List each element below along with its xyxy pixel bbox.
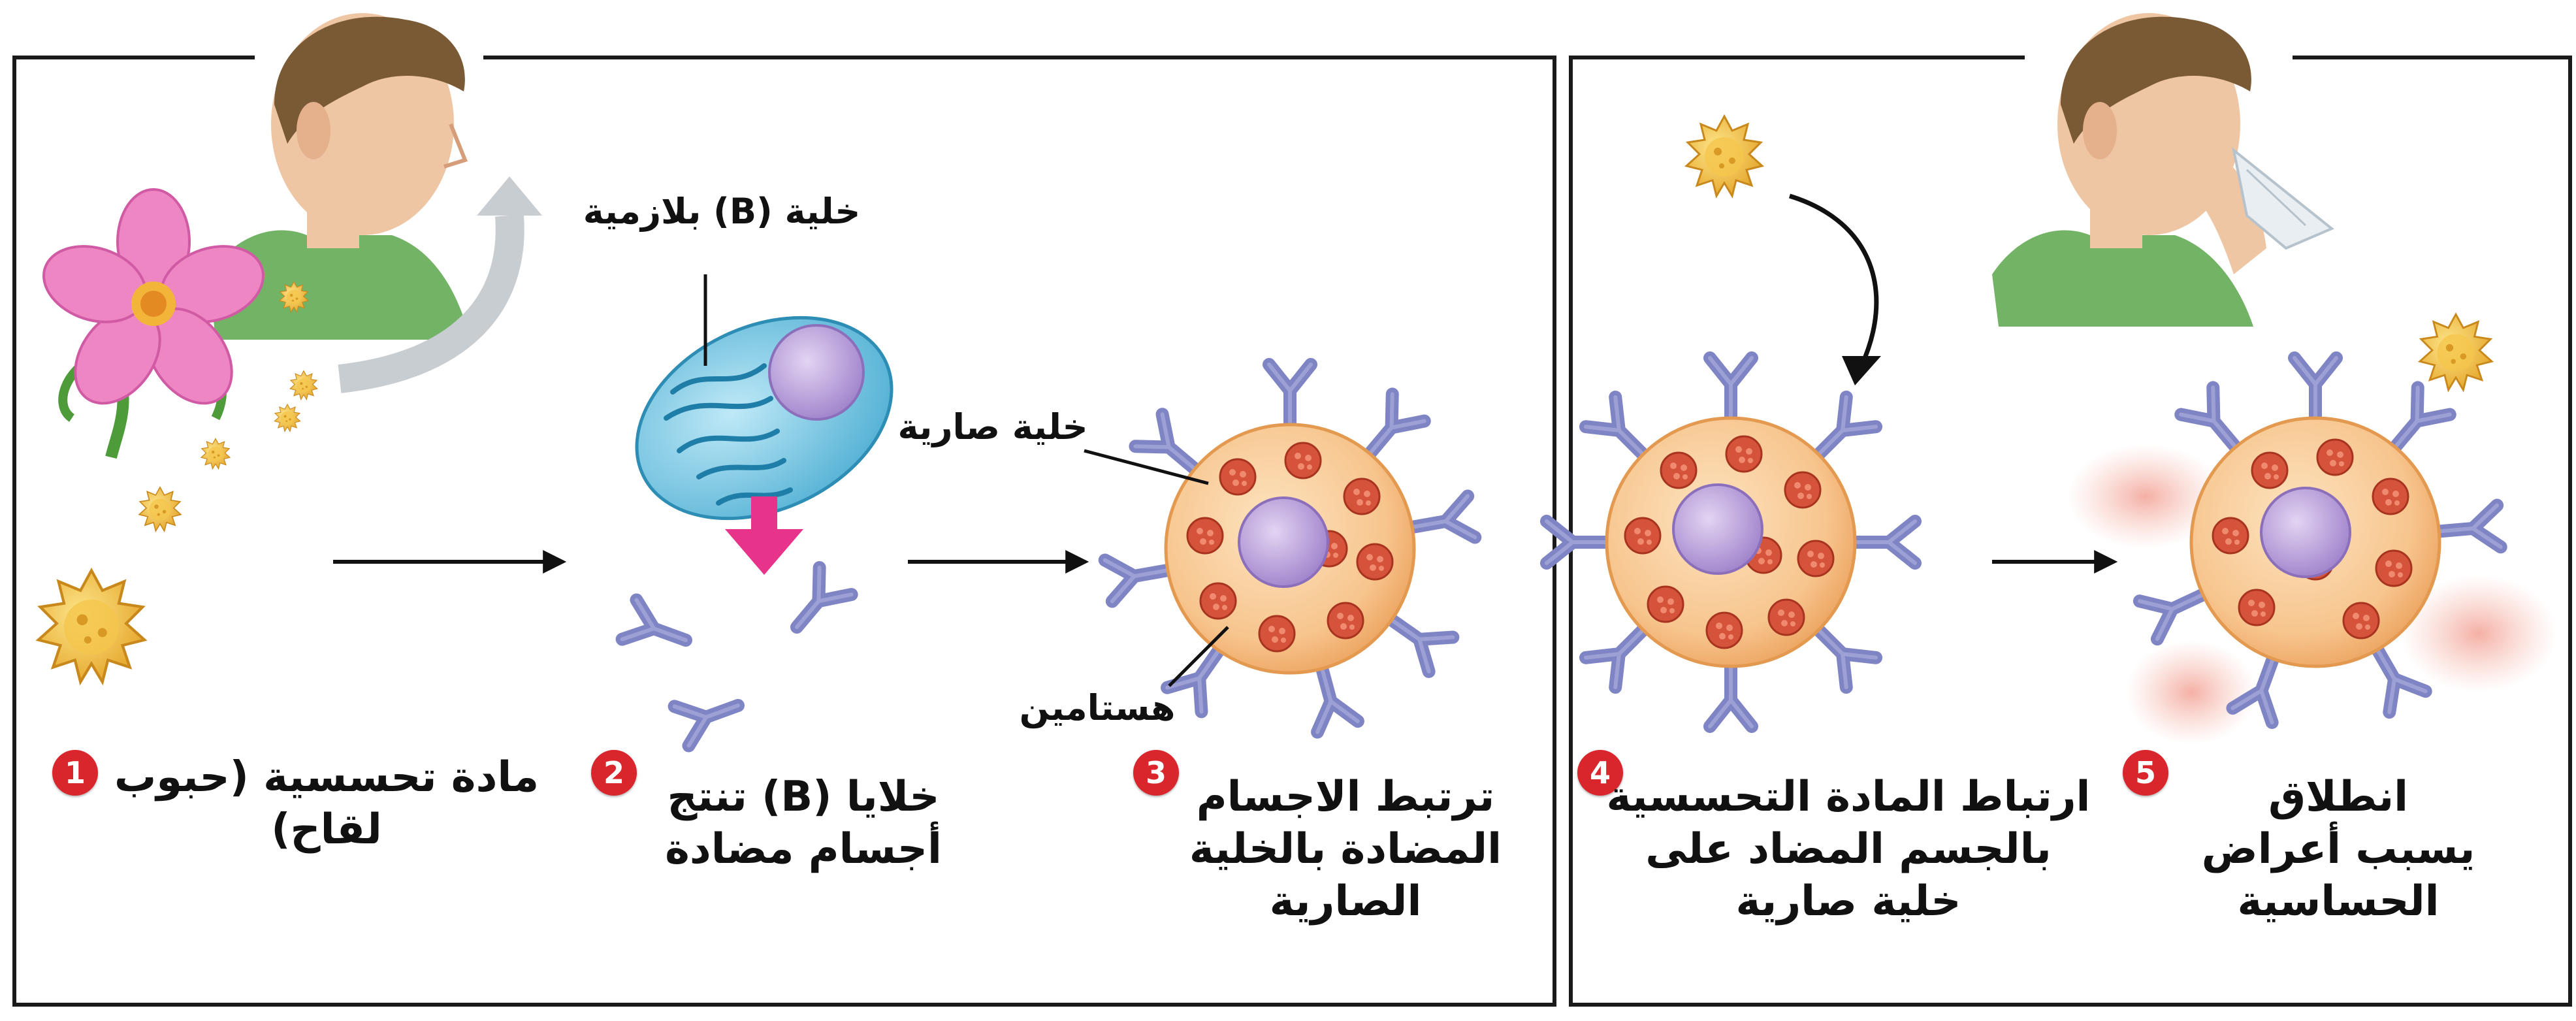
mast-cell-stage-3	[1084, 365, 1475, 732]
tissue-icon	[2231, 147, 2334, 250]
step-badge-2: 2	[591, 750, 637, 796]
step-3-line-1: ترتبط الاجسام	[1196, 773, 1495, 821]
step-2-line-2: أجسام مضادة	[665, 825, 942, 873]
frame-left	[12, 56, 1556, 1007]
step-4-line-2: بالجسم المضاد على	[1645, 825, 2052, 873]
step-4-line-3: خلية صارية	[1735, 877, 1961, 926]
frame-right	[1569, 56, 2572, 1007]
label-plasma-b-cell: خلية (B) بلازمية	[583, 191, 861, 232]
step-4-line-1: ارتباط المادة التحسسية	[1606, 773, 2091, 821]
step-badge-4: 4	[1577, 750, 1623, 796]
mast-cell-stage-4	[1547, 358, 1915, 726]
step-badge-1: 1	[52, 750, 98, 796]
step-2-line-1: خلايا (B) تنتج	[667, 773, 940, 821]
step-badge-5: 5	[2123, 750, 2168, 796]
mast-cell-stage-5	[2067, 313, 2557, 745]
step-4-caption: ارتباط المادة التحسسية بالجسم المضاد على…	[1600, 771, 2097, 928]
flower-icon	[42, 188, 265, 459]
step-5-line-1: انطلاق	[2268, 773, 2409, 821]
step-1-caption: مادة تحسسية (حبوب لقاح)	[91, 751, 562, 856]
step-1-line-1: مادة تحسسية (حبوب لقاح)	[114, 753, 539, 854]
sneezing-person-icon	[1992, 13, 2334, 327]
step-3-caption: ترتبط الاجسام المضادة بالخلية الصارية	[1110, 771, 1581, 928]
step-5-line-3: الحساسية	[2237, 877, 2439, 926]
free-antibodies	[622, 568, 852, 746]
pollen-grain-icon	[1685, 115, 1881, 385]
step-3-line-2: المضادة بالخلية الصارية	[1189, 825, 1502, 926]
step-5-line-2: يسبب أعراض	[2201, 825, 2475, 873]
plasma-b-cell	[635, 274, 894, 521]
inhale-arrow	[338, 176, 542, 393]
label-histamine: هستامين	[1019, 687, 1176, 728]
step-2-caption: خلايا (B) تنتج أجسام مضادة	[620, 771, 986, 875]
label-mast-cell: خلية صارية	[897, 406, 1088, 447]
step-5-caption: انطلاق يسبب أعراض الحساسية	[2168, 771, 2508, 928]
person-icon	[209, 13, 470, 340]
step-badge-3: 3	[1133, 750, 1179, 796]
production-arrow	[725, 496, 803, 575]
